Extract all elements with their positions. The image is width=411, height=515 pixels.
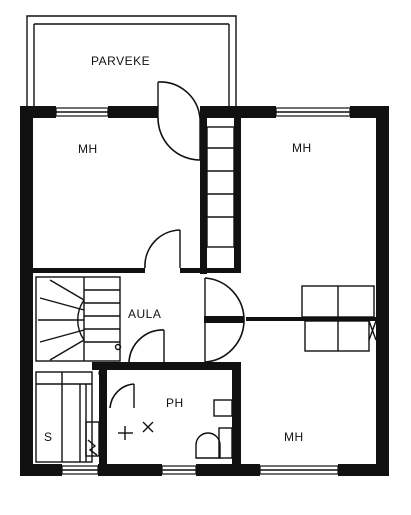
balcony — [26, 15, 237, 110]
label-hall: AULA — [128, 307, 161, 321]
label-balcony: PARVEKE — [91, 54, 150, 68]
label-bathroom: PH — [166, 396, 184, 410]
label-bedroom-se: MH — [284, 430, 304, 444]
doors — [109, 81, 245, 409]
interior-walls — [33, 106, 376, 472]
exterior-walls — [20, 106, 389, 476]
room-labels: PARVEKE MH MH AULA PH S MH — [44, 54, 312, 444]
bathroom-fixtures — [35, 369, 233, 463]
wardrobes — [206, 126, 377, 352]
label-bedroom-ne: MH — [292, 141, 312, 155]
label-bedroom-nw: MH — [78, 142, 98, 156]
staircase — [35, 276, 122, 362]
label-sauna: S — [44, 430, 53, 444]
windows — [55, 107, 351, 475]
